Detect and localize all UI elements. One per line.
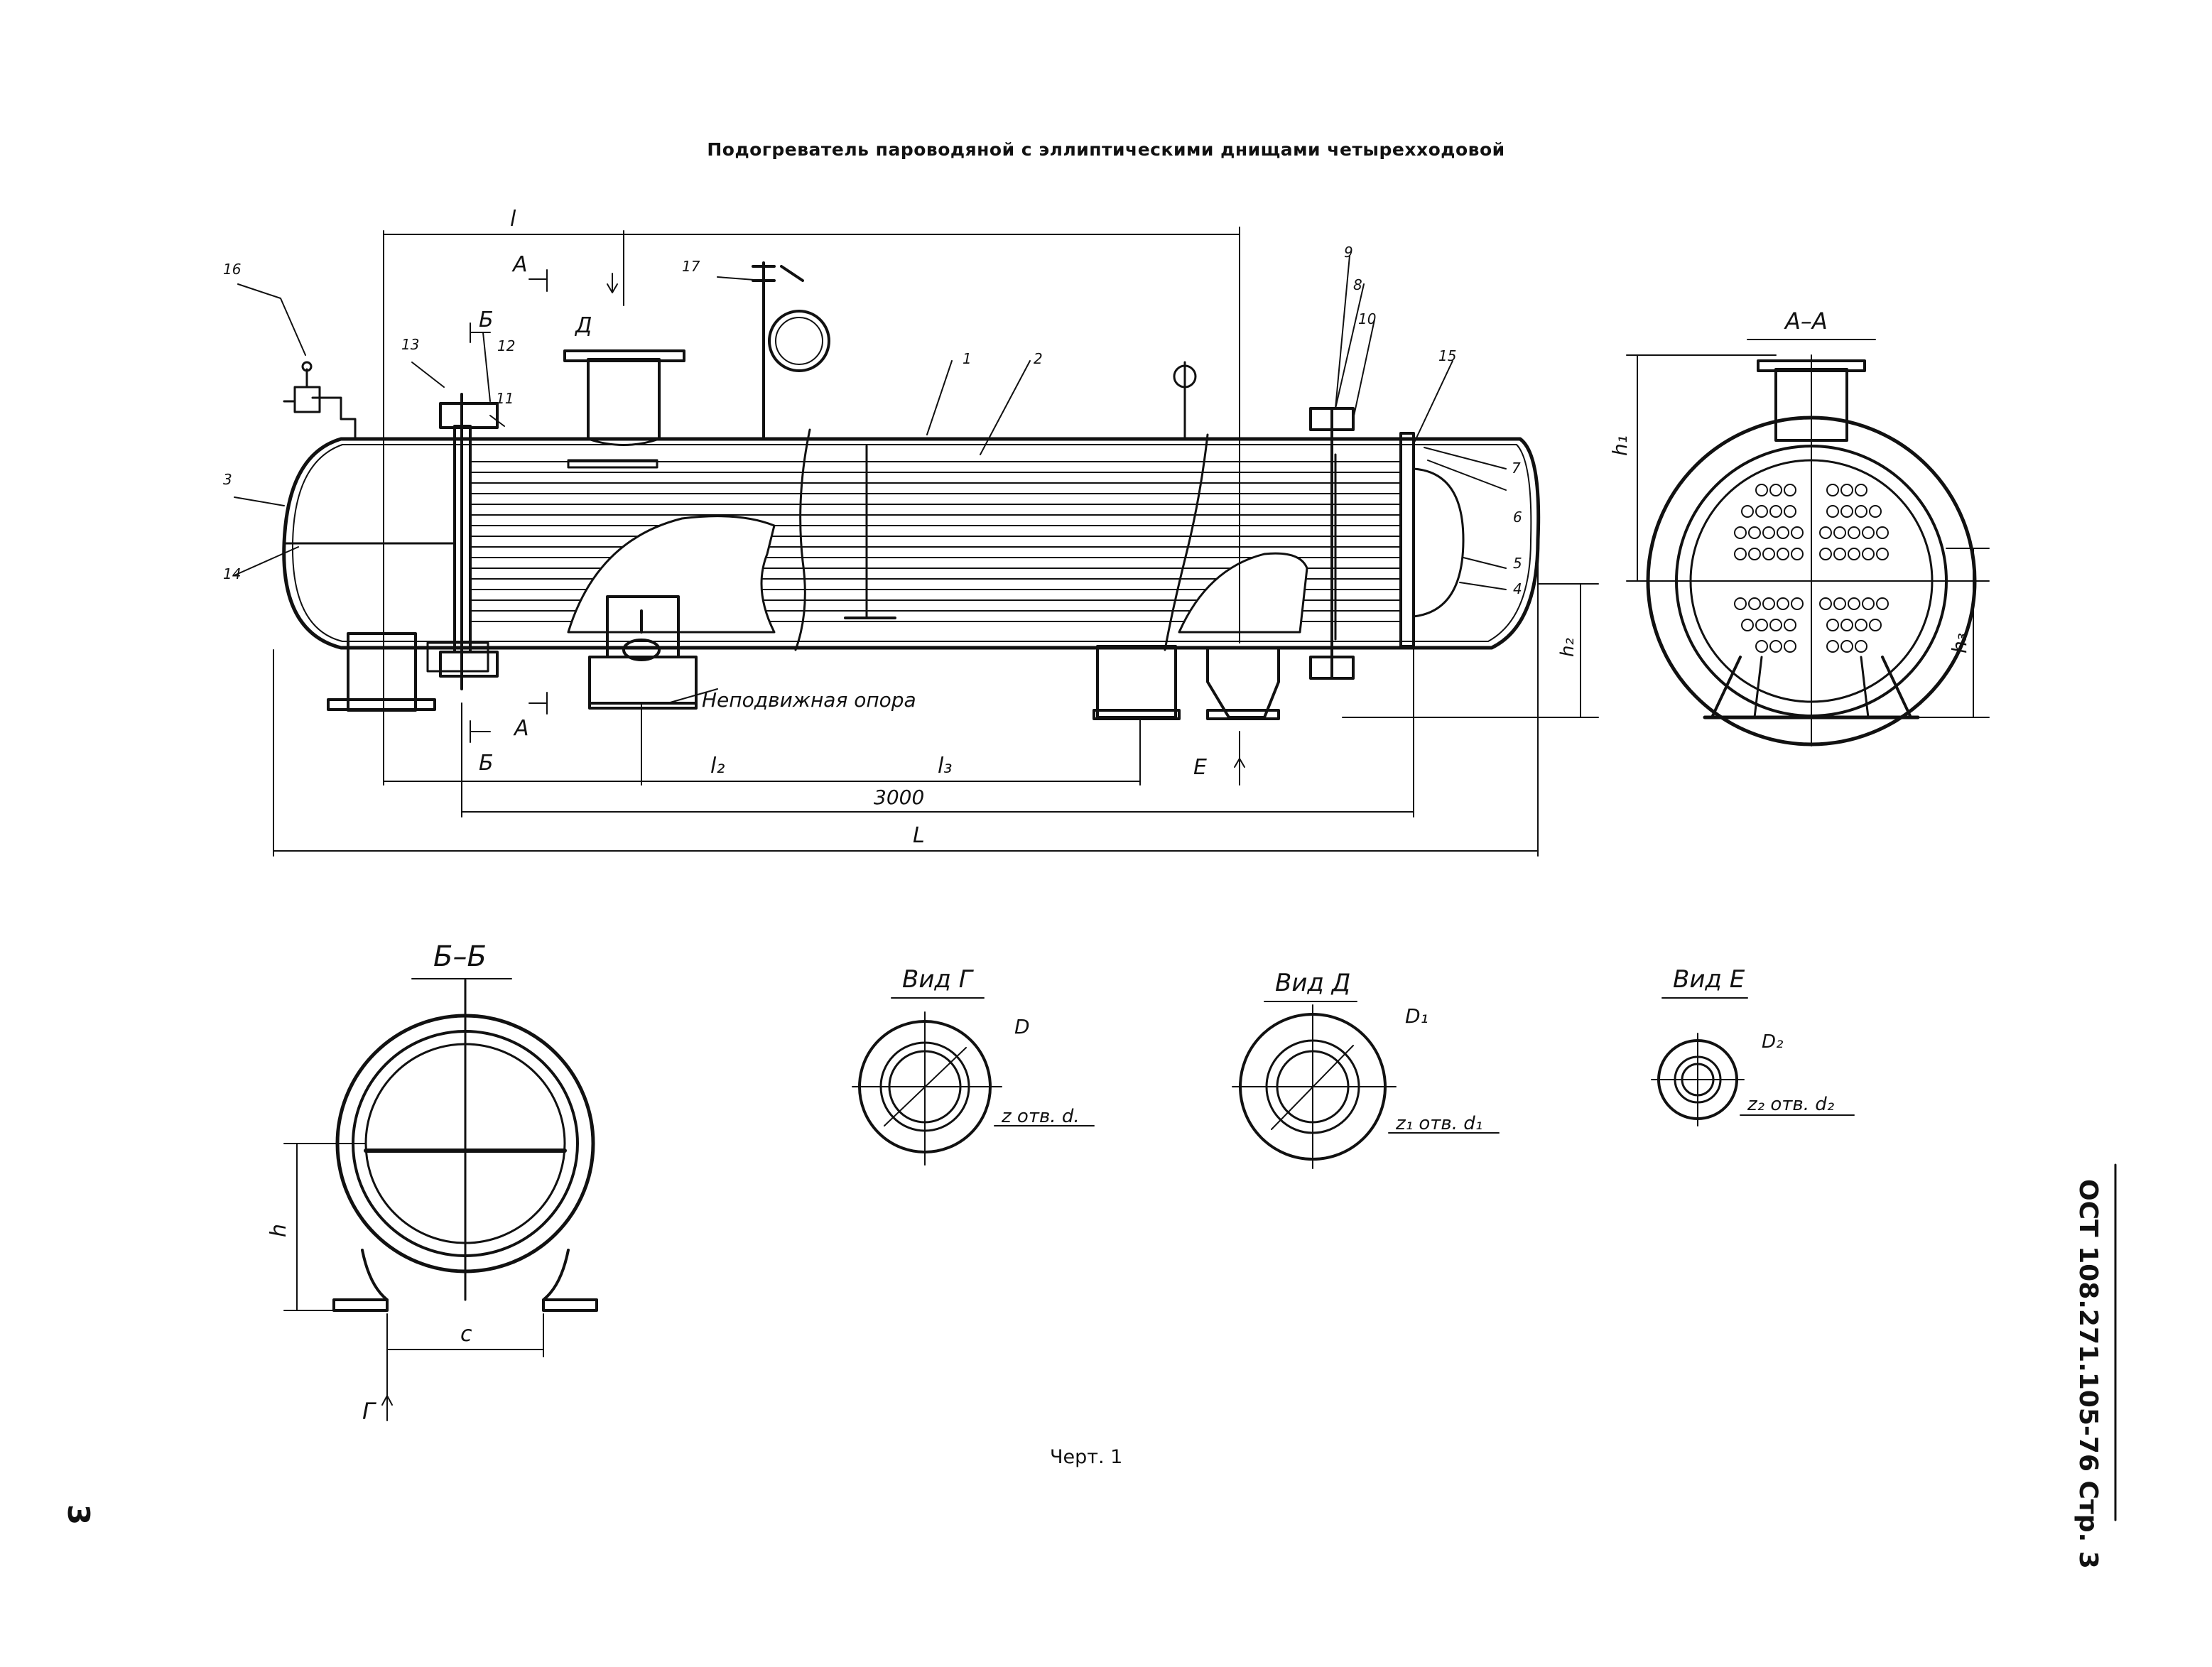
pos-7: 7 [1512,460,1521,477]
view-d-dia: D₁ [1405,1004,1428,1028]
section-aa: А–А [1608,308,1990,746]
thermometer [1173,361,1197,440]
dim-h2: h₂ [1557,638,1578,657]
pos-3: 3 [223,471,232,488]
figure-caption: Черт. 1 [1050,1446,1123,1468]
dim-3000: 3000 [874,786,924,809]
pos-2: 2 [1034,350,1043,367]
pos-17: 17 [682,258,700,275]
mark-B-bottom: Б [479,751,494,776]
mark-B-top: Б [479,308,494,332]
section-aa-label: А–А [1784,308,1828,335]
steam-inlet-nozzle [587,358,661,440]
heater-shell [282,437,1541,650]
dim-l3: l₃ [938,754,952,778]
main-view: l l₂ l₃ 3000 L h₂ А А Б Б Д Е Неподвижна… [223,207,1599,857]
mark-A-bottom: А [513,716,529,741]
page-number: 3 [61,1504,97,1526]
mark-E: Е [1193,755,1207,780]
view-e-label: Вид Е [1673,965,1745,994]
pos-6: 6 [1513,509,1522,526]
dim-l2: l₂ [710,754,725,778]
section-bb: Б–Б c h Г [266,940,598,1425]
position-numbers: 1 2 3 4 5 6 7 8 9 10 11 12 13 14 15 16 1… [223,244,1522,597]
pos-11: 11 [496,390,514,407]
view-d-label: Вид Д [1275,969,1350,997]
pos-13: 13 [401,336,419,353]
view-e: Вид Е D₂ z₂ отв. d₂ [1651,965,1855,1126]
dim-l: l [510,207,516,232]
section-bb-label: Б–Б [433,940,487,973]
dimension-lines [234,227,1599,857]
view-g-label: Вид Г [902,965,975,994]
drawing-title: Подогреватель пароводяной с эллиптически… [707,139,1505,160]
mark-G: Г [362,1398,376,1425]
pos-12: 12 [497,337,515,354]
pos-1: 1 [963,350,972,367]
view-g: Вид Г D z отв. d. [852,965,1095,1166]
right-tube-sheet [1399,432,1415,648]
dim-L: L [913,823,925,848]
pressure-gauge [752,261,830,440]
dim-h1: h₁ [1608,435,1632,456]
view-e-holes: z₂ отв. d₂ [1747,1094,1834,1115]
dim-h: h [266,1224,291,1237]
dim-c: c [460,1322,472,1347]
pos-16: 16 [223,261,241,278]
view-e-dia: D₂ [1762,1031,1783,1053]
dim-h3: h₃ [1948,633,1971,653]
view-g-holes: z отв. d. [1001,1106,1080,1127]
pos-8: 8 [1353,276,1362,293]
view-d: Вид Д D₁ z₁ отв. d₁ [1232,969,1500,1169]
view-d-holes: z₁ отв. d₁ [1395,1113,1482,1134]
pos-10: 10 [1358,310,1376,327]
pos-14: 14 [223,565,241,582]
pos-15: 15 [1438,347,1456,364]
mark-A-top: А [511,252,528,277]
view-g-dia: D [1014,1015,1030,1038]
main-dimension-text: l l₂ l₃ 3000 L h₂ А А Б Б Д Е Неподвижна… [479,207,1578,848]
fixed-support [588,595,698,710]
pos-4: 4 [1513,580,1522,597]
document-id: ОСТ 108.271.105-76 Стр. 3 [2073,1179,2103,1569]
fixed-support-label: Неподвижная опора [702,688,916,712]
pos-9: 9 [1344,244,1353,261]
tube-layout [1734,484,1889,653]
pos-5: 5 [1513,555,1522,572]
mark-D: Д [574,313,592,338]
safety-valve [283,361,357,440]
